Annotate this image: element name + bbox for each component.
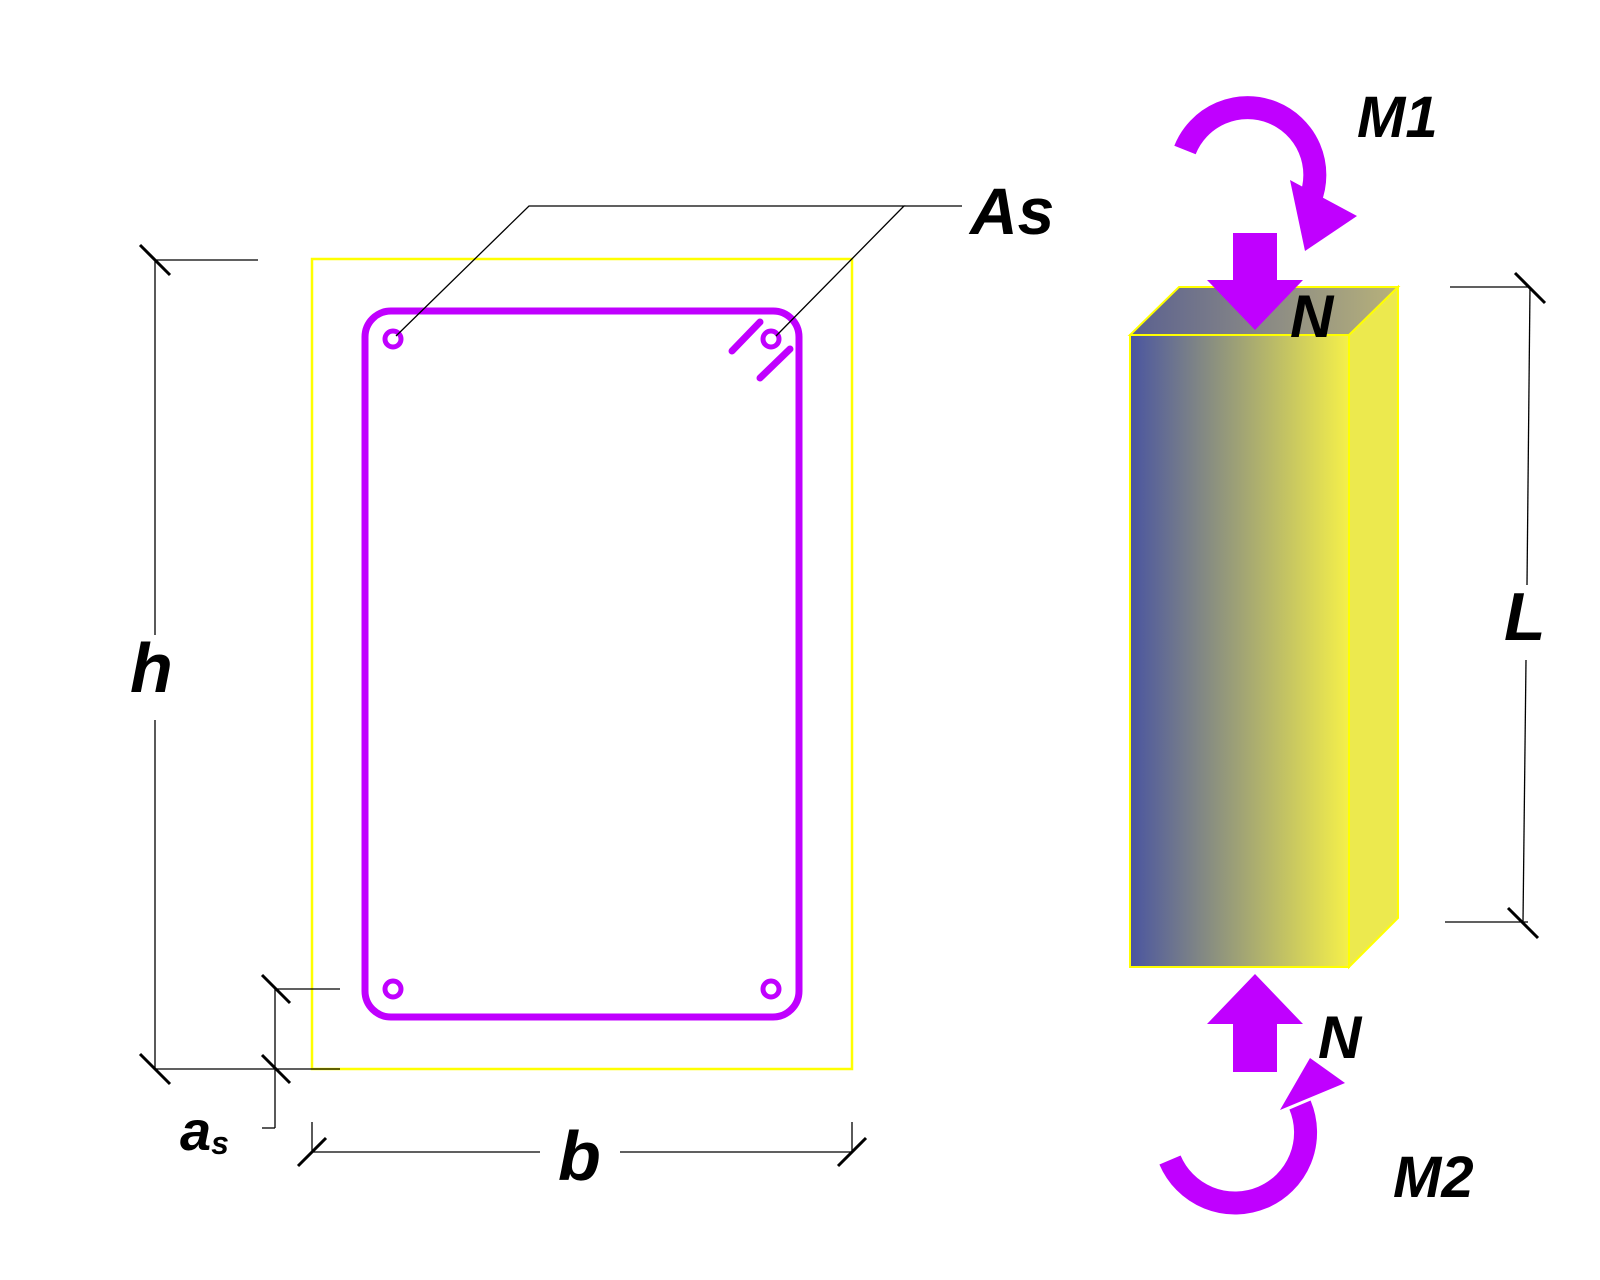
as-dimension-main: a (180, 1099, 211, 1162)
stirrup-hook-1 (728, 318, 764, 355)
rebar-top-right (760, 328, 782, 350)
rebar-top-left (382, 328, 404, 350)
n-bottom-label: N (1318, 1004, 1363, 1071)
m2-moment-arrow (1159, 1058, 1345, 1215)
h-dimension (138, 243, 340, 1086)
n-top-arrow (1207, 233, 1303, 330)
as-dimension (260, 973, 340, 1129)
l-label: L (1504, 579, 1546, 655)
as-label: As (968, 174, 1054, 248)
as-leader (395, 205, 962, 337)
m1-moment-arrow (1174, 96, 1357, 251)
column-elevation: N N M1 M2 L (1127, 85, 1547, 1215)
stirrup (361, 307, 803, 1021)
h-label: h (130, 629, 173, 707)
cross-section: As h as b (130, 174, 1054, 1195)
b-dimension (296, 1122, 868, 1168)
n-top-label: N (1290, 283, 1335, 350)
l-dimension (1445, 271, 1547, 940)
m1-label: M1 (1357, 85, 1438, 150)
as-dimension-sub: s (211, 1125, 229, 1161)
concrete-outline (310, 257, 854, 1071)
rebar-bottom-right (760, 978, 782, 1000)
stirrup-hook-2 (756, 345, 794, 382)
as-dimension-label: as (180, 1099, 229, 1162)
n-bottom-arrow (1207, 974, 1303, 1072)
b-label: b (558, 1117, 601, 1195)
rebar-bottom-left (382, 978, 404, 1000)
column-side-face (1348, 284, 1399, 970)
m2-label: M2 (1393, 1145, 1474, 1210)
column-front-face (1129, 334, 1350, 968)
